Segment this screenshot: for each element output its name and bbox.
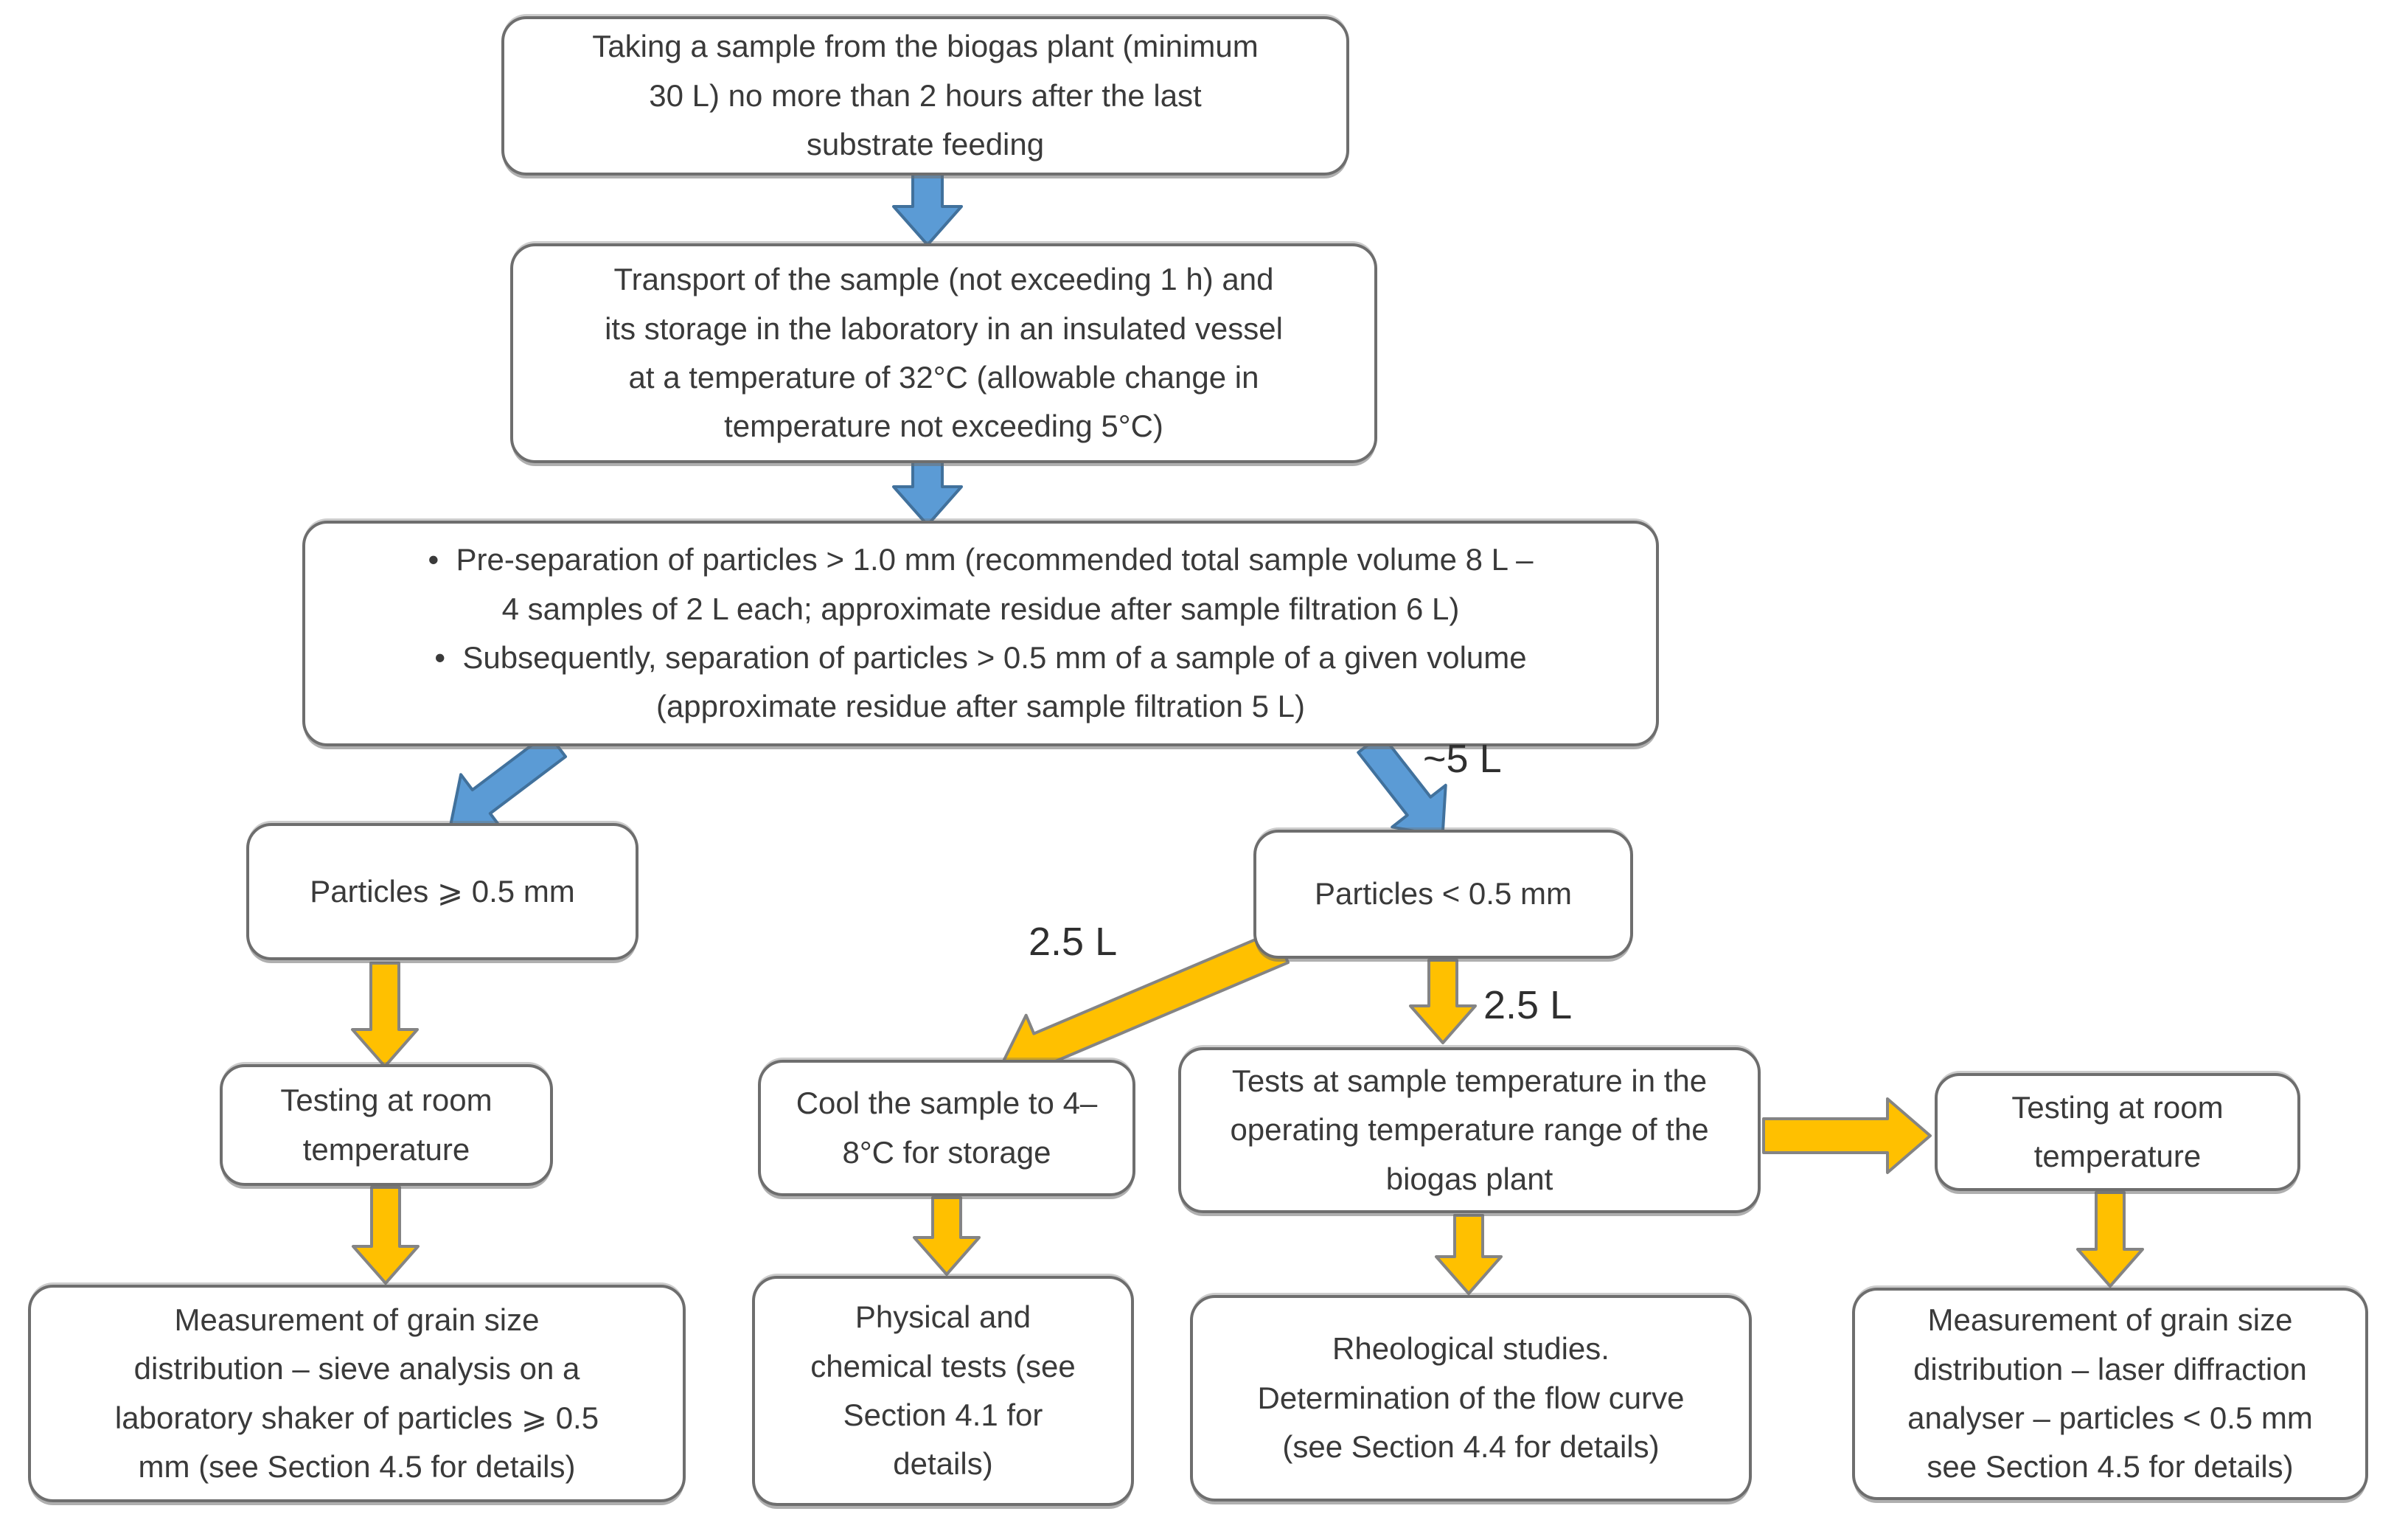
separation-bullet-1: Pre-separation of particles > 1.0 mm (re… — [427, 535, 1534, 633]
node-laser-diffraction: Measurement of grain size distribution –… — [1852, 1288, 2368, 1500]
node-physical-chemical: Physical and chemical tests (see Section… — [752, 1276, 1134, 1506]
arrow-cool-to-physical-icon — [913, 1196, 981, 1276]
node-sieve-analysis-text: Measurement of grain size distribution –… — [114, 1302, 599, 1484]
arrow-testing-right-to-laser-icon — [2076, 1191, 2144, 1288]
node-testing-room-left-text: Testing at room temperature — [280, 1083, 493, 1167]
node-physical-chemical-text: Physical and chemical tests (see Section… — [810, 1299, 1076, 1482]
separation-bullet-2: Subsequently, separation of particles > … — [427, 633, 1534, 732]
node-cool-sample-text: Cool the sample to 4–8°C for storage — [796, 1086, 1098, 1170]
arrow-particles-lt-to-tests-operating-icon — [1409, 959, 1477, 1044]
label-flow-25l-diagonal: 2.5 L — [1029, 920, 1118, 964]
arrow-testing-left-to-sieve-icon — [352, 1186, 420, 1285]
node-particles-lt-text: Particles < 0.5 mm — [1315, 876, 1572, 912]
node-transport: Transport of the sample (not exceeding 1… — [510, 243, 1377, 463]
node-tests-operating-text: Tests at sample temperature in the opera… — [1230, 1063, 1709, 1196]
node-particles-lt: Particles < 0.5 mm — [1253, 830, 1633, 959]
arrow-sampling-to-transport-icon — [892, 173, 963, 246]
node-rheological-text: Rheological studies. Determination of th… — [1257, 1331, 1685, 1465]
node-laser-diffraction-text: Measurement of grain size distribution –… — [1907, 1302, 2313, 1485]
node-rheological: Rheological studies. Determination of th… — [1190, 1295, 1752, 1502]
node-sieve-analysis: Measurement of grain size distribution –… — [28, 1285, 686, 1502]
separation-bullet-list: Pre-separation of particles > 1.0 mm (re… — [305, 535, 1656, 731]
node-testing-room-right: Testing at room temperature — [1935, 1073, 2300, 1191]
node-cool-sample: Cool the sample to 4–8°C for storage — [758, 1060, 1135, 1196]
node-transport-text: Transport of the sample (not exceeding 1… — [605, 262, 1283, 444]
arrow-tests-operating-to-testing-right-icon — [1762, 1097, 1932, 1174]
node-sampling-text: Taking a sample from the biogas plant (m… — [592, 29, 1259, 162]
node-testing-room-right-text: Testing at room temperature — [2011, 1089, 2224, 1173]
node-particles-ge: Particles ⩾ 0.5 mm — [246, 823, 638, 960]
arrow-particles-ge-to-testing-left-icon — [351, 962, 419, 1068]
label-flow-25l-vertical: 2.5 L — [1483, 983, 1573, 1027]
arrow-transport-to-separation-icon — [892, 460, 963, 527]
node-sampling: Taking a sample from the biogas plant (m… — [501, 16, 1349, 176]
node-separation: Pre-separation of particles > 1.0 mm (re… — [302, 521, 1659, 746]
node-tests-operating: Tests at sample temperature in the opera… — [1178, 1047, 1761, 1213]
node-testing-room-left: Testing at room temperature — [220, 1064, 553, 1186]
label-flow-5l: ~5 L — [1423, 737, 1502, 781]
node-particles-ge-text: Particles ⩾ 0.5 mm — [310, 873, 575, 909]
arrow-tests-operating-to-rheological-icon — [1435, 1214, 1503, 1295]
